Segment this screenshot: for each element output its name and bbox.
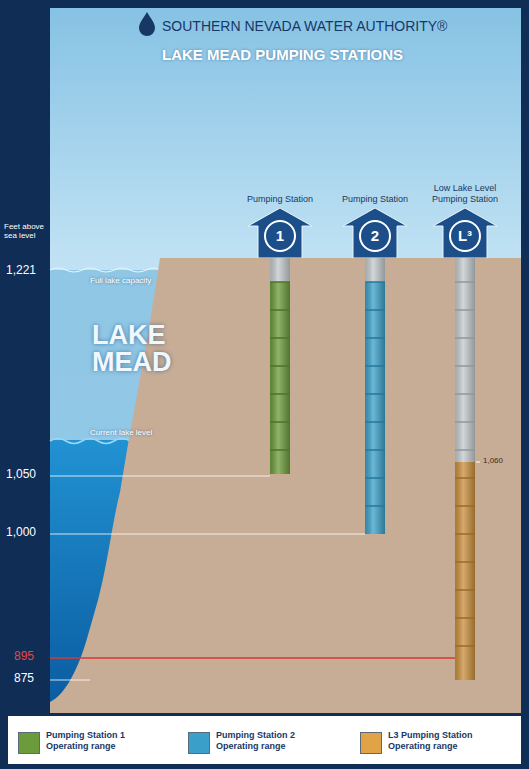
axis-value: 1,050 <box>6 468 36 482</box>
station-number: 2 <box>359 220 391 252</box>
pipe-joint <box>455 421 475 423</box>
title: SOUTHERN NEVADA WATER AUTHORITY® <box>162 18 447 34</box>
legend-item: Pumping Station 1 Operating range <box>18 728 168 758</box>
pipe-joint <box>455 617 475 619</box>
pipe-joint <box>455 449 475 451</box>
level-label: Full lake capacity <box>90 276 151 285</box>
pipe-joint <box>365 505 385 507</box>
level-line <box>50 476 270 477</box>
pipe-joint <box>270 337 290 339</box>
level-label: Current lake level <box>90 428 152 437</box>
station-icon: 1 <box>237 208 323 258</box>
axis-value: 895 <box>14 650 34 664</box>
station-icon: 2 <box>332 208 418 258</box>
legend-item: Pumping Station 2 Operating range <box>188 728 338 758</box>
pipe-joint <box>365 309 385 311</box>
legend-text: Pumping Station 2 Operating range <box>216 730 326 752</box>
pumping-station: Pumping Station 2 <box>332 194 418 258</box>
station-icon: L³ <box>422 208 508 258</box>
station-number: 1 <box>264 220 296 252</box>
legend-panel <box>8 716 521 764</box>
legend-swatch <box>18 732 40 754</box>
pipe-joint <box>455 477 475 479</box>
level-line <box>50 534 365 535</box>
house-shape <box>248 208 312 258</box>
station-name: Pumping Station <box>332 194 418 208</box>
ground-cliff <box>50 258 521 713</box>
pipe-joint <box>455 533 475 535</box>
pipe-joint <box>365 477 385 479</box>
pipe-joint <box>455 337 475 339</box>
station-number: L³ <box>449 220 481 252</box>
legend-text: L3 Pumping Station Operating range <box>388 730 498 752</box>
subtitle: LAKE MEAD PUMPING STATIONS <box>162 46 403 63</box>
full-level-wave <box>50 268 162 272</box>
axis-value: 1,221 <box>6 264 36 278</box>
pipe-joint <box>270 365 290 367</box>
pipe-joint <box>270 309 290 311</box>
pipe-joint <box>365 393 385 395</box>
pipe-joint <box>270 449 290 451</box>
pipe-joint <box>455 393 475 395</box>
axis-title: Feet above sea level <box>4 222 48 240</box>
level-line-red <box>50 657 455 658</box>
pipe-joint <box>270 421 290 423</box>
pipe-joint <box>455 561 475 563</box>
logo-drop <box>139 12 155 36</box>
house-shape <box>343 208 407 258</box>
pipe-joint <box>455 365 475 367</box>
pipe-shade <box>270 258 290 474</box>
pipe-joint <box>365 337 385 339</box>
station-name: Pumping Station <box>237 194 323 208</box>
pipe-1 <box>270 258 290 474</box>
pipe-joint <box>455 281 475 283</box>
station-name: Low Lake Level Pumping Station <box>422 183 508 208</box>
pipe-joint <box>365 281 385 283</box>
pipe-joint <box>365 365 385 367</box>
pumping-station: Pumping Station 1 <box>237 194 323 258</box>
pipe-shade <box>455 258 475 680</box>
pipe-joint <box>455 589 475 591</box>
level-line <box>50 680 90 681</box>
pipe-joint <box>365 449 385 451</box>
pipe-joint <box>455 505 475 507</box>
tick <box>476 462 480 463</box>
sky-panel <box>50 8 521 713</box>
lake-name: LAKE MEAD <box>92 322 182 376</box>
pipe-shade <box>365 258 385 534</box>
house-shape <box>433 208 497 258</box>
pipe-joint <box>455 645 475 647</box>
axis-value: 875 <box>14 672 34 686</box>
pipe-joints <box>270 282 475 646</box>
pipe-2 <box>365 258 385 534</box>
legend-swatch <box>360 732 382 754</box>
pipe-joint <box>270 393 290 395</box>
legend-swatch <box>188 732 210 754</box>
pipe-l3 <box>455 258 475 680</box>
pipe-joint <box>270 281 290 283</box>
axis-value: 1,000 <box>6 526 36 540</box>
pipe-joint <box>365 421 385 423</box>
legend-item: L3 Pumping Station Operating range <box>360 728 510 758</box>
level-label: 1,060 <box>483 456 503 465</box>
legend-text: Pumping Station 1 Operating range <box>46 730 156 752</box>
pipe-joint <box>455 309 475 311</box>
pumping-station: Low Lake Level Pumping StationL³ <box>422 183 508 258</box>
